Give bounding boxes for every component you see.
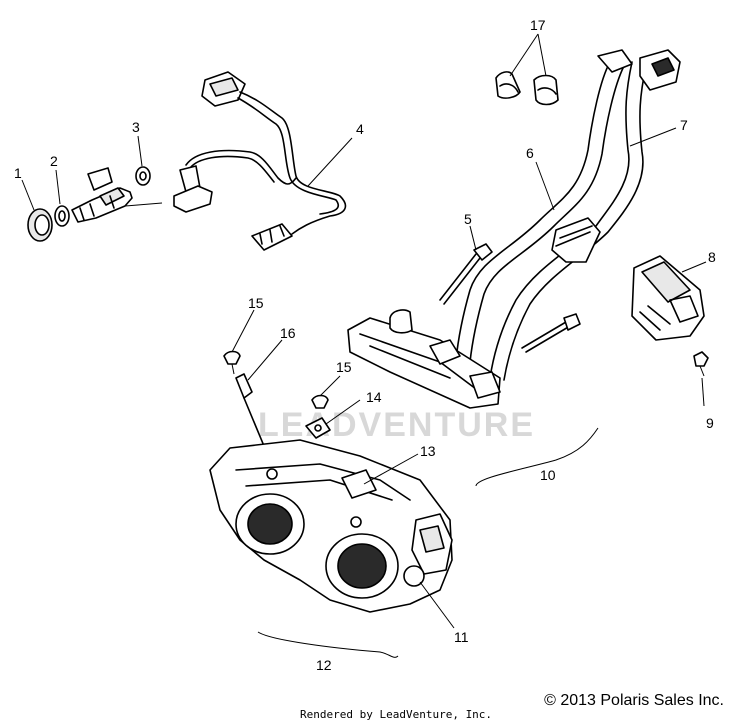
callout-7: 7 bbox=[680, 117, 688, 133]
watermark: LEADVENTURE bbox=[258, 406, 535, 444]
throttle-body[interactable] bbox=[209, 439, 453, 613]
part-2-o-ring[interactable] bbox=[54, 205, 70, 227]
part-3-o-ring[interactable] bbox=[135, 166, 151, 186]
callout-5: 5 bbox=[464, 211, 472, 227]
callout-15-lower: 15 bbox=[336, 359, 352, 375]
callout-11: 11 bbox=[454, 629, 469, 645]
callout-13: 13 bbox=[420, 443, 436, 459]
callout-3: 3 bbox=[132, 119, 140, 135]
callout-4: 4 bbox=[356, 121, 364, 137]
part-8-module[interactable] bbox=[631, 255, 705, 341]
fuel-injector[interactable] bbox=[71, 167, 133, 223]
part-5-bolt-2[interactable] bbox=[521, 313, 581, 353]
part-14-clip[interactable] bbox=[305, 417, 331, 439]
callout-14: 14 bbox=[366, 389, 382, 405]
part-1-seal[interactable] bbox=[27, 208, 53, 242]
rendered-by-credit: Rendered by LeadVenture, Inc. bbox=[300, 708, 493, 721]
callout-15-upper: 15 bbox=[248, 295, 264, 311]
fuel-rail[interactable] bbox=[347, 309, 501, 409]
part-15-screw-lower[interactable] bbox=[311, 394, 329, 409]
callout-10: 10 bbox=[540, 467, 556, 483]
part-7-fuel-hose[interactable] bbox=[489, 49, 681, 381]
callout-1: 1 bbox=[14, 165, 22, 181]
part-4-wire-harness[interactable] bbox=[173, 71, 347, 251]
callout-8: 8 bbox=[708, 249, 716, 265]
part-5-bolt[interactable] bbox=[439, 243, 493, 305]
part-15-screw-upper[interactable] bbox=[223, 350, 241, 375]
part-6-fuel-hose[interactable] bbox=[455, 61, 625, 363]
callout-17: 17 bbox=[530, 17, 546, 33]
callout-6: 6 bbox=[526, 145, 534, 161]
part-17-hose-clips[interactable] bbox=[495, 71, 559, 106]
callout-16: 16 bbox=[280, 325, 296, 341]
part-9-screw[interactable] bbox=[693, 351, 709, 377]
callout-2: 2 bbox=[50, 153, 58, 169]
callout-12: 12 bbox=[316, 657, 332, 673]
callout-9: 9 bbox=[706, 415, 714, 431]
fuel-filter[interactable] bbox=[551, 217, 601, 263]
copyright-notice: © 2013 Polaris Sales Inc. bbox=[544, 692, 724, 709]
